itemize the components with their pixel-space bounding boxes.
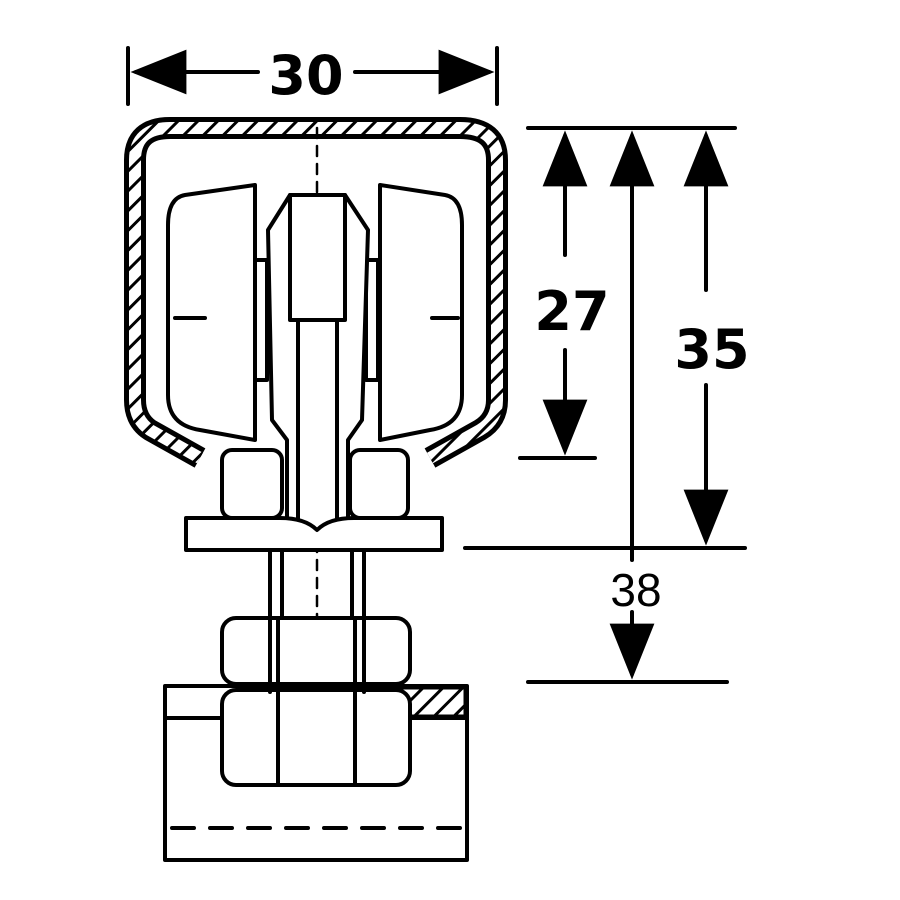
right-nut [348,448,410,520]
left-roller [166,183,269,442]
right-roller [364,183,464,442]
lower-hex-nut [220,618,412,787]
width-dimension: 30 [126,44,499,107]
dimension-38-label: 38 [610,564,661,616]
width-label: 30 [268,44,343,107]
threaded-stud [268,550,366,622]
rail-profile [124,117,508,468]
dimension-38: 38 [609,130,662,680]
left-nut [220,448,284,520]
dimension-27-label: 27 [534,280,609,343]
dimension-35-label: 35 [674,318,749,381]
dimension-27: 27 [534,130,610,456]
dimension-35: 35 [674,130,750,546]
upper-hex-nut [220,616,412,686]
washer-plate [184,516,444,552]
